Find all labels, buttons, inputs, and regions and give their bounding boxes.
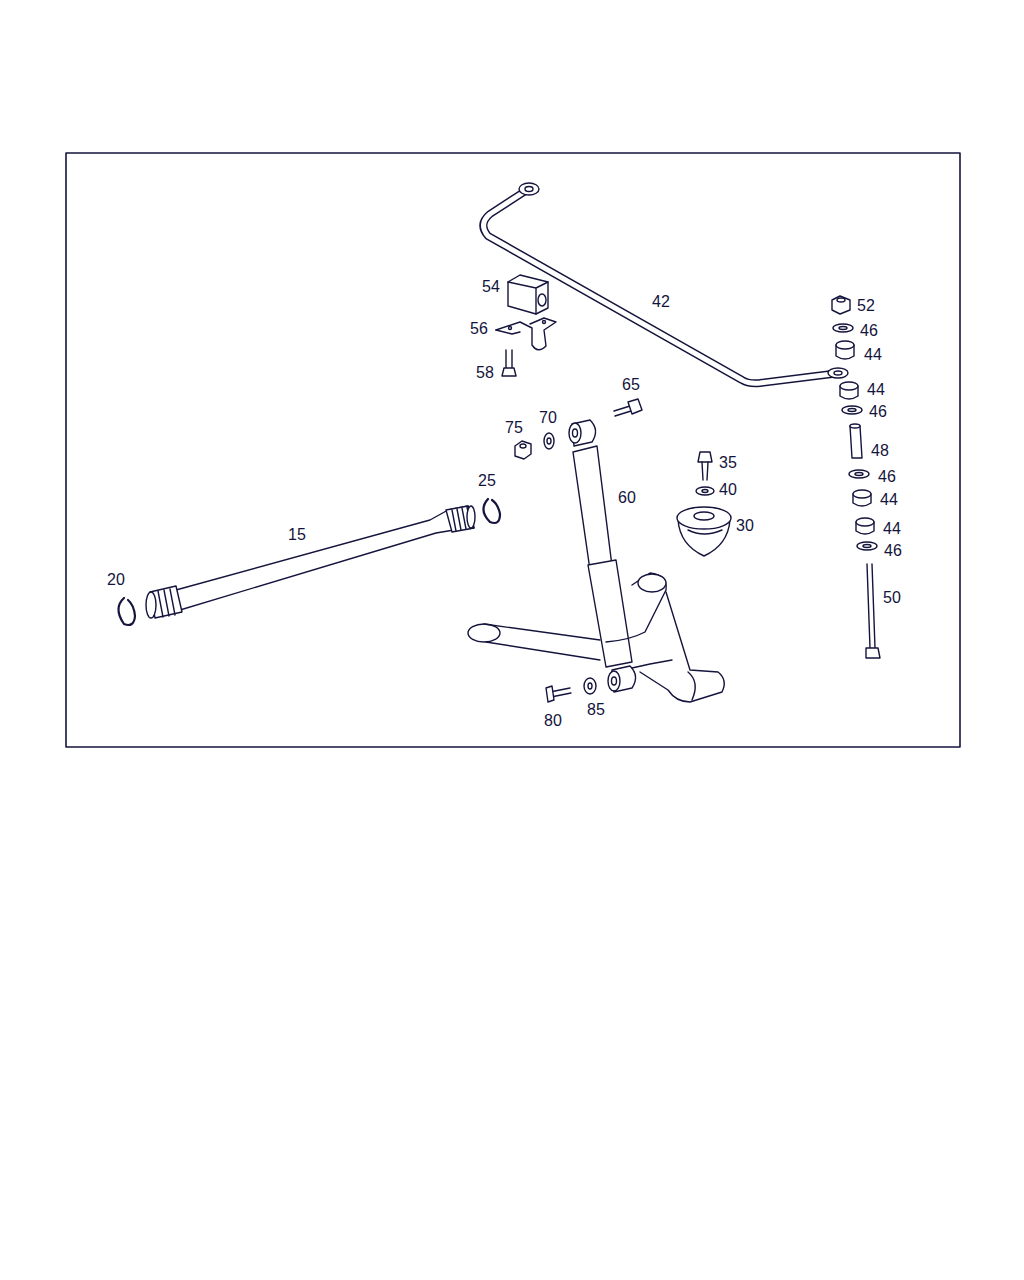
frame [66, 153, 960, 747]
callout-number: 42 [652, 293, 670, 311]
callout-number: 70 [539, 409, 557, 427]
callout-number: 46 [860, 322, 878, 340]
callout-number: 15 [288, 526, 306, 544]
callout-number: 54 [482, 278, 500, 296]
bolt [502, 350, 516, 376]
shock-absorber [569, 420, 636, 692]
callout-number: 48 [871, 442, 889, 460]
callout-number: 20 [107, 571, 125, 589]
callout-number: 80 [544, 712, 562, 730]
torsion-bar [119, 499, 501, 625]
callout-number: 35 [719, 454, 737, 472]
bar-clamp [496, 318, 556, 350]
callout-number: 44 [880, 491, 898, 509]
callout-number: 46 [884, 542, 902, 560]
callout-number: 52 [857, 297, 875, 315]
callout-number: 85 [587, 701, 605, 719]
callout-number: 60 [618, 489, 636, 507]
callout-number: 40 [719, 481, 737, 499]
callout-number: 44 [883, 520, 901, 538]
callout-number: 30 [736, 517, 754, 535]
stabilizer-bar [483, 183, 848, 383]
callout-number: 56 [470, 320, 488, 338]
callout-number: 65 [622, 376, 640, 394]
callout-number: 25 [478, 472, 496, 490]
callout-number: 46 [878, 468, 896, 486]
callout-number: 46 [869, 403, 887, 421]
callout-number: 50 [883, 589, 901, 607]
control-arm [468, 573, 724, 702]
callout-number: 44 [864, 346, 882, 364]
callout-number: 75 [505, 419, 523, 437]
bar-bushing [508, 275, 548, 314]
callout-number: 58 [476, 364, 494, 382]
callout-number: 44 [867, 381, 885, 399]
